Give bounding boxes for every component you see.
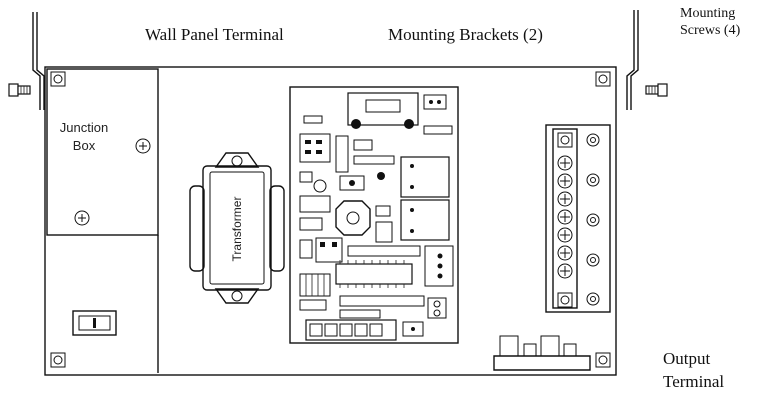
corner-hole-bottom-left [50, 352, 66, 368]
output-terminal-label-line2: Terminal [663, 372, 724, 391]
output-terminal-block [545, 124, 611, 313]
terminal-screw-column [557, 155, 573, 279]
junction-box-label-line1: Junction [60, 120, 108, 135]
junction-box-screw-icon [135, 138, 151, 154]
right-mounting-bracket [626, 10, 639, 110]
output-terminal-label-line1: Output [663, 349, 711, 368]
wall-panel-terminal-label: Wall Panel Terminal [145, 25, 284, 44]
power-switch [72, 310, 117, 336]
corner-hole-top-right [595, 71, 611, 87]
transformer [189, 152, 285, 304]
terminal-rivet-column [586, 133, 600, 306]
junction-box-label-line2: Box [73, 138, 96, 153]
junction-box-screw-icon [74, 210, 90, 226]
junction-box [46, 68, 159, 236]
mounting-screws-label-line1: Mounting [680, 6, 735, 21]
left-mounting-bracket [32, 12, 45, 110]
mounting-brackets-label: Mounting Brackets (2) [388, 25, 543, 44]
right-mounting-screw-icon [645, 83, 668, 97]
control-circuit-board [289, 86, 459, 344]
corner-hole-bottom-right [595, 352, 611, 368]
transformer-label: Transformer [230, 197, 244, 262]
mounting-screws-label-line2: Screws (4) [680, 23, 741, 38]
output-connector [493, 335, 591, 371]
enclosure-panel [44, 66, 617, 376]
left-mounting-screw-icon [8, 83, 31, 97]
corner-hole-top-left [50, 71, 66, 87]
